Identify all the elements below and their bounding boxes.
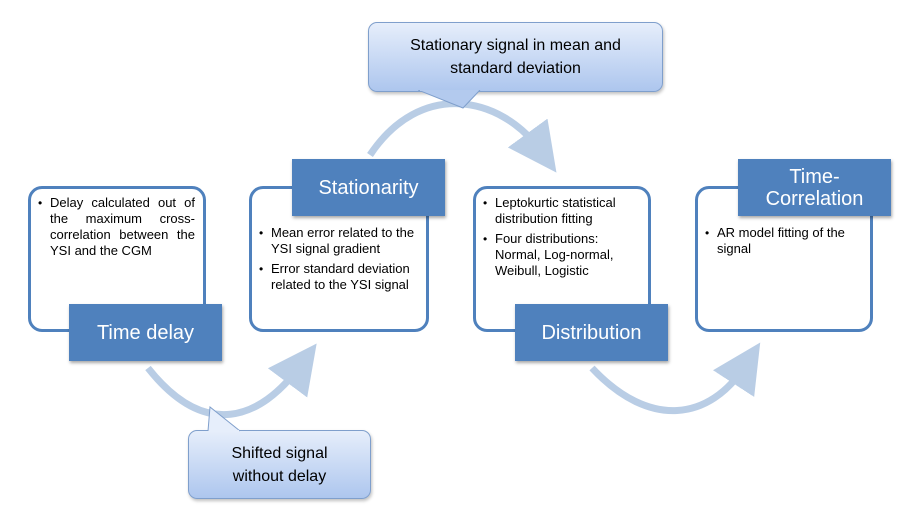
bullet: Four distributions: Normal, Log-normal, … xyxy=(482,231,640,279)
arrow-distribution-to-timecorrelation xyxy=(589,342,761,415)
callout-bottom-tail xyxy=(207,406,241,432)
bullet: Error standard deviation related to the … xyxy=(258,261,418,293)
step-time-correlation-bullets: AR model fitting of the signal xyxy=(704,225,862,257)
callout-stationary-signal: Stationary signal in mean and standard d… xyxy=(368,22,663,92)
step-time-delay-bullets: Delay calculated out of the maximum cros… xyxy=(37,195,195,259)
step-distribution-title: Distribution xyxy=(515,304,668,361)
step-time-correlation-title: Time-Correlation xyxy=(738,159,891,216)
bullet: Leptokurtic statistical distribution fit… xyxy=(482,195,640,227)
arrow-timedelay-to-stationarity xyxy=(145,343,317,419)
step-time-correlation-box: AR model fitting of the signal xyxy=(695,186,873,332)
bullet: AR model fitting of the signal xyxy=(704,225,862,257)
step-time-delay-box: Delay calculated out of the maximum cros… xyxy=(28,186,206,332)
step-time-delay-title: Time delay xyxy=(69,304,222,361)
bullet: Delay calculated out of the maximum cros… xyxy=(37,195,195,259)
callout-shifted-signal: Shifted signal without delay xyxy=(188,430,371,499)
arrow-stationarity-to-distribution xyxy=(367,100,557,173)
step-stationarity-title: Stationarity xyxy=(292,159,445,216)
callout-top-tail xyxy=(418,90,481,109)
step-distribution-bullets: Leptokurtic statistical distribution fit… xyxy=(482,195,640,279)
step-stationarity-bullets: Mean error related to the YSI signal gra… xyxy=(258,225,418,293)
bullet: Mean error related to the YSI signal gra… xyxy=(258,225,418,257)
